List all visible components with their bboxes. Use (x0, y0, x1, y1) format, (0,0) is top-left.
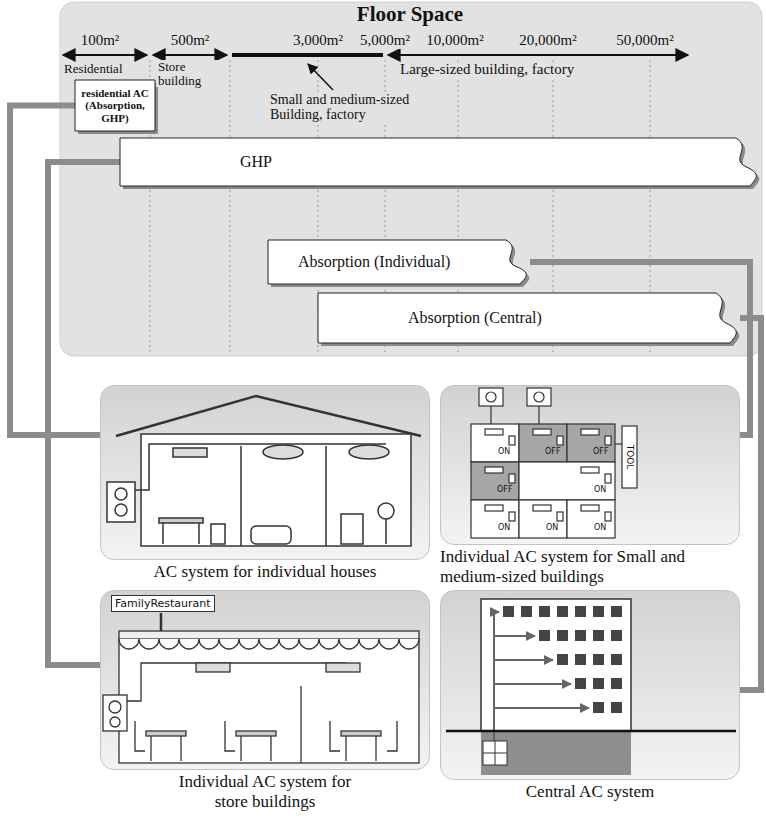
switch-state: ON (594, 486, 606, 494)
central-building-illustration (441, 591, 741, 781)
system-panel: FamilyRestaurantIndividual AC system for… (100, 590, 430, 811)
panel-ground (100, 385, 430, 560)
range-label: residential AC (Absorption, GHP) (75, 84, 155, 126)
range-name: Store building (156, 60, 222, 87)
range-box: residential AC (Absorption, GHP) (75, 80, 155, 131)
house-illustration (101, 386, 431, 561)
range-name: Residential (62, 62, 125, 76)
switch-state: OFF (593, 448, 609, 456)
scale-value: 5,000m² (359, 32, 411, 49)
scale-value: 10,000m² (425, 32, 484, 49)
range-bar: Absorption (Central) (318, 293, 740, 343)
shape-outline (75, 80, 155, 131)
panel-ground: FamilyRestaurant (100, 590, 430, 770)
range-bar: Absorption (Individual) (268, 240, 530, 284)
shape-outline (120, 138, 756, 186)
connector-line (740, 318, 761, 690)
panel-caption: Individual AC system for Small and mediu… (440, 547, 740, 586)
system-panel: TOOL ON OFF OFF OFF ON ON ON ON Individual AC sys… (440, 385, 740, 586)
range-name: Small and medium-sized Building, factory (268, 93, 437, 122)
range-label: Absorption (Individual) (268, 253, 530, 271)
range-label: GHP (120, 153, 760, 171)
scale-value: 3,000m² (292, 32, 344, 49)
system-panel: Central AC system (440, 590, 740, 802)
building-rooms-illustration (441, 386, 741, 546)
shop-sign: FamilyRestaurant (111, 595, 215, 612)
switch-state: OFF (497, 486, 513, 494)
torn-bar-shape (120, 138, 760, 186)
panel-ground: TOOL ON OFF OFF OFF ON ON ON ON (440, 385, 740, 545)
system-panel: AC system for individual houses (100, 385, 430, 582)
scale-value: 500m² (170, 32, 211, 49)
switch-state: OFF (545, 448, 561, 456)
range-name: Large-sized building, factory (398, 62, 576, 78)
switch-state: ON (546, 524, 558, 532)
switch-state: ON (498, 524, 510, 532)
controller-label: TOOL (625, 445, 634, 470)
scale-value: 50,000m² (615, 32, 674, 49)
switch-state: ON (594, 524, 606, 532)
range-label: Absorption (Central) (318, 309, 740, 327)
panel-caption: Individual AC system for store buildings (165, 772, 365, 811)
restaurant-illustration (101, 591, 431, 771)
range-bar: GHP (120, 138, 760, 186)
scale-value: 20,000m² (518, 32, 577, 49)
floor-space-panel (60, 2, 762, 356)
panel-ground (440, 590, 740, 780)
switch-state: ON (498, 448, 510, 456)
diagram-title: Floor Space (290, 2, 530, 27)
panel-caption: AC system for individual houses (100, 562, 430, 582)
scale-value: 100m² (80, 32, 121, 49)
panel-caption: Central AC system (440, 782, 740, 802)
connector-line (10, 106, 100, 436)
range-arrows (63, 55, 688, 90)
